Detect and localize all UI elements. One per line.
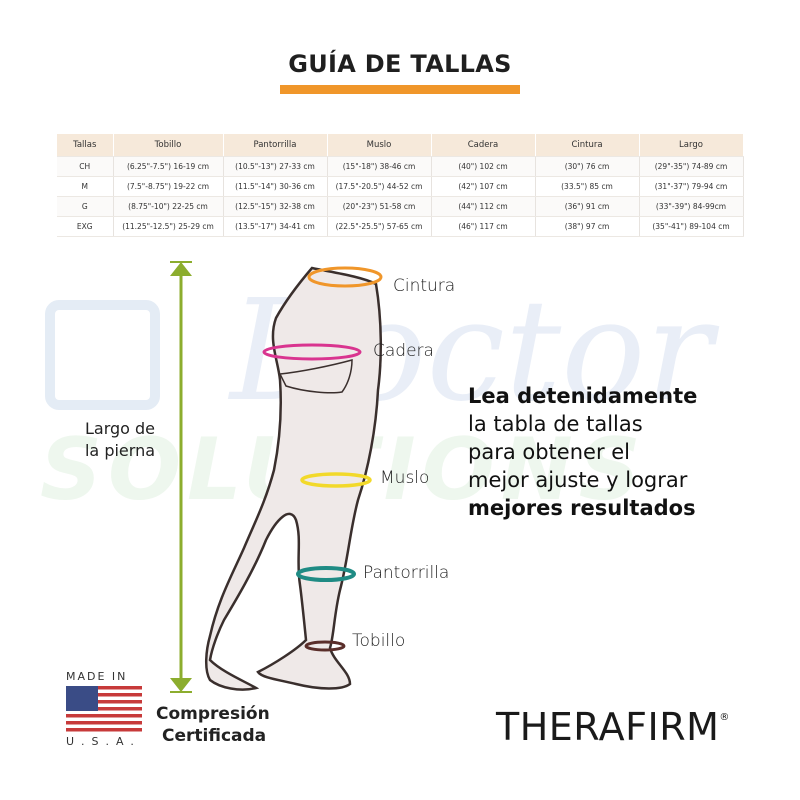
brand-name: THERAFIRM xyxy=(496,705,720,749)
cell-pantorrilla: (11.5"-14") 30-36 cm xyxy=(223,176,328,197)
calf-ring xyxy=(296,566,356,582)
cell-largo: (35"-41") 89-104 cm xyxy=(639,216,744,237)
leg-length-line1: Largo de xyxy=(84,419,156,438)
cell-cintura: (36") 91 cm xyxy=(535,196,640,217)
label-muslo: Muslo xyxy=(380,468,430,488)
table-row: CH (6.25"-7.5") 16-19 cm (10.5"-13") 27-… xyxy=(57,156,744,177)
cell-muslo: (20"-23") 51-58 cm xyxy=(327,196,432,217)
page-title: GUÍA DE TALLAS xyxy=(288,50,512,78)
cell-size: EXG xyxy=(57,216,114,237)
title-underline xyxy=(280,85,520,94)
table-row: G (8.75"-10") 22-25 cm (12.5"-15") 32-38… xyxy=(57,196,744,217)
cell-cintura: (30") 76 cm xyxy=(535,156,640,177)
label-cadera: Cadera xyxy=(373,341,434,361)
header-cadera: Cadera xyxy=(431,134,536,157)
cell-muslo: (22.5"-25.5") 57-65 cm xyxy=(327,216,432,237)
cell-size: M xyxy=(57,176,114,197)
compression-line1: Compresión xyxy=(156,704,270,724)
instruction-message: Lea detenidamente la tabla de tallas par… xyxy=(468,382,788,522)
label-tobillo: Tobillo xyxy=(352,631,406,651)
cell-tobillo: (8.75"-10") 22-25 cm xyxy=(113,196,224,217)
compression-certified: Compresión Certificada xyxy=(156,703,270,747)
message-line-3: para obtener el xyxy=(468,440,631,464)
cell-largo: (29"-35") 74-89 cm xyxy=(639,156,744,177)
cell-cadera: (44") 112 cm xyxy=(431,196,536,217)
brand-logo: THERAFIRM® xyxy=(496,705,730,749)
header-cintura: Cintura xyxy=(535,134,640,157)
made-in-text: MADE IN xyxy=(66,670,128,683)
table-header-row: Tallas Tobillo Pantorrilla Muslo Cadera … xyxy=(57,134,744,157)
cell-tobillo: (11.25"-12.5") 25-29 cm xyxy=(113,216,224,237)
size-table: Tallas Tobillo Pantorrilla Muslo Cadera … xyxy=(57,134,744,237)
usa-flag-icon xyxy=(66,686,142,732)
cell-muslo: (17.5"-20.5") 44-52 cm xyxy=(327,176,432,197)
header-tobillo: Tobillo xyxy=(113,134,224,157)
message-line-2: la tabla de tallas xyxy=(468,412,643,436)
table-row: EXG (11.25"-12.5") 25-29 cm (13.5"-17") … xyxy=(57,216,744,237)
cell-size: G xyxy=(57,196,114,217)
cell-size: CH xyxy=(57,156,114,177)
check-watermark-icon xyxy=(45,300,160,410)
made-in-usa-badge: MADE IN U.S.A. xyxy=(66,670,144,748)
hip-ring xyxy=(262,343,362,361)
header-tallas: Tallas xyxy=(57,134,114,157)
leg-silhouette xyxy=(205,266,383,691)
header-muslo: Muslo xyxy=(327,134,432,157)
label-cintura: Cintura xyxy=(393,276,456,296)
cell-cintura: (38") 97 cm xyxy=(535,216,640,237)
message-line-4: mejor ajuste y lograr xyxy=(468,468,688,492)
message-bold-5: mejores resultados xyxy=(468,496,696,520)
waist-ring xyxy=(307,266,383,288)
cell-tobillo: (6.25"-7.5") 16-19 cm xyxy=(113,156,224,177)
table-row: M (7.5"-8.75") 19-22 cm (11.5"-14") 30-3… xyxy=(57,176,744,197)
ankle-ring xyxy=(304,640,346,652)
cell-pantorrilla: (10.5"-13") 27-33 cm xyxy=(223,156,328,177)
brief-line xyxy=(278,359,353,394)
leg-length-arrow-icon xyxy=(170,261,192,693)
cell-cadera: (46") 117 cm xyxy=(431,216,536,237)
compression-line2: Certificada xyxy=(162,726,267,746)
label-pantorrilla: Pantorrilla xyxy=(363,563,450,583)
leg-length-label: Largo de la pierna xyxy=(60,418,180,462)
cell-muslo: (15"-18") 38-46 cm xyxy=(327,156,432,177)
cell-pantorrilla: (12.5"-15") 32-38 cm xyxy=(223,196,328,217)
cell-largo: (31"-37") 79-94 cm xyxy=(639,176,744,197)
thigh-ring xyxy=(300,472,372,488)
cell-pantorrilla: (13.5"-17") 34-41 cm xyxy=(223,216,328,237)
registered-mark: ® xyxy=(719,712,730,723)
header-largo: Largo xyxy=(639,134,744,157)
message-bold-1: Lea detenidamente xyxy=(468,384,698,408)
cell-cadera: (42") 107 cm xyxy=(431,176,536,197)
cell-tobillo: (7.5"-8.75") 19-22 cm xyxy=(113,176,224,197)
cell-cadera: (40") 102 cm xyxy=(431,156,536,177)
cell-cintura: (33.5") 85 cm xyxy=(535,176,640,197)
leg-length-line2: la pierna xyxy=(84,441,156,460)
header-pantorrilla: Pantorrilla xyxy=(223,134,328,157)
cell-largo: (33"-39") 84-99cm xyxy=(639,196,744,217)
usa-text: U.S.A. xyxy=(66,735,141,748)
